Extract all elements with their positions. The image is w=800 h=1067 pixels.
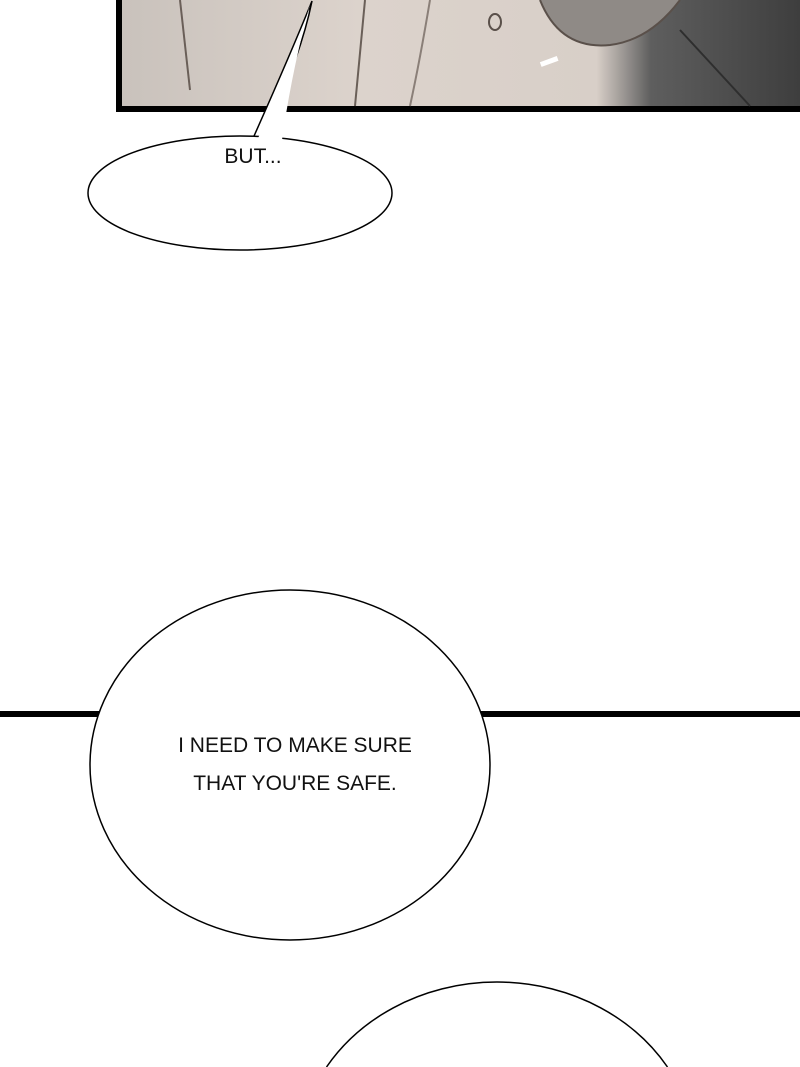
bubble-1-text: BUT...	[224, 145, 281, 168]
speech-bubble-3	[325, 981, 669, 1067]
bubble-2-text-line-1: I NEED TO MAKE SURE	[178, 734, 412, 757]
speech-bubble-1	[87, 0, 393, 251]
top-panel	[116, 0, 800, 112]
speech-bubble-2	[89, 589, 491, 941]
bubble-2-text-line-2: THAT YOU'RE SAFE.	[193, 772, 397, 795]
